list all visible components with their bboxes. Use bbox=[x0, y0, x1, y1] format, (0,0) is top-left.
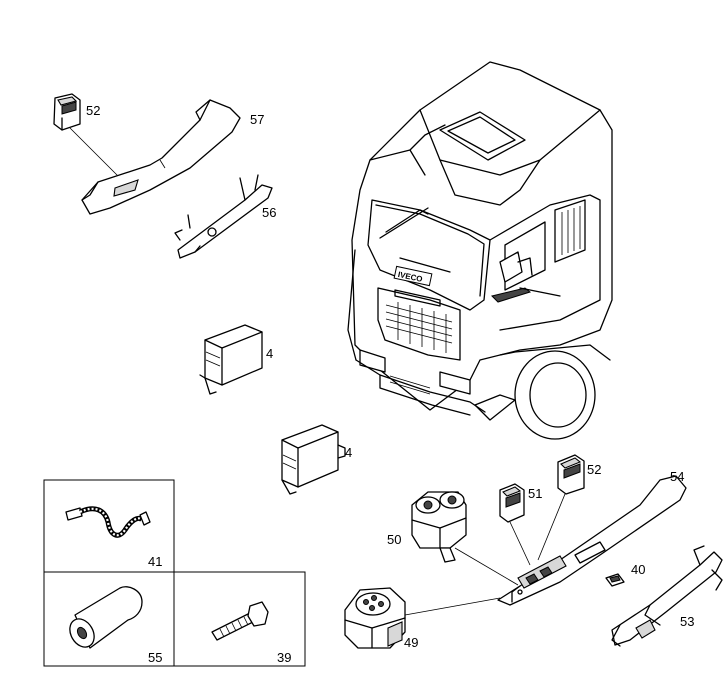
part-49-connector bbox=[344, 587, 406, 649]
part-39-bolt bbox=[211, 601, 269, 641]
label-50: 50 bbox=[387, 532, 401, 547]
part-52-switch-right bbox=[557, 454, 585, 495]
part-40-clip bbox=[605, 573, 625, 587]
leader-52-right bbox=[537, 493, 566, 561]
part-54-panel bbox=[497, 475, 687, 606]
part-4-control-unit-lower bbox=[281, 424, 346, 495]
label-40: 40 bbox=[631, 562, 645, 577]
part-41-cable bbox=[65, 506, 151, 538]
part-50-connector bbox=[411, 491, 467, 563]
part-56-bracket bbox=[174, 174, 273, 259]
label-4-upper: 4 bbox=[266, 346, 273, 361]
label-41: 41 bbox=[148, 554, 162, 569]
label-52-top: 52 bbox=[86, 103, 100, 118]
leader-50 bbox=[454, 547, 519, 586]
part-51-switch bbox=[499, 483, 525, 523]
label-55: 55 bbox=[148, 650, 162, 665]
truck-cab-illustration: IVECO bbox=[347, 61, 613, 440]
part-4-control-unit-upper bbox=[199, 324, 263, 395]
label-51: 51 bbox=[528, 486, 542, 501]
part-53-bracket bbox=[611, 545, 723, 647]
part-57-panel bbox=[81, 99, 241, 215]
label-56: 56 bbox=[262, 205, 276, 220]
label-39: 39 bbox=[277, 650, 291, 665]
part-52-switch-top bbox=[53, 93, 81, 131]
part-55-cylinder bbox=[69, 586, 143, 649]
label-53: 53 bbox=[680, 614, 694, 629]
label-57: 57 bbox=[250, 112, 264, 127]
parts-box-frame bbox=[43, 479, 306, 667]
label-49: 49 bbox=[404, 635, 418, 650]
label-4-lower: 4 bbox=[345, 445, 352, 460]
leader-49 bbox=[404, 597, 501, 616]
leader-51 bbox=[509, 521, 531, 566]
label-52-right: 52 bbox=[587, 462, 601, 477]
label-54: 54 bbox=[670, 469, 684, 484]
leader-52-top bbox=[69, 127, 126, 184]
